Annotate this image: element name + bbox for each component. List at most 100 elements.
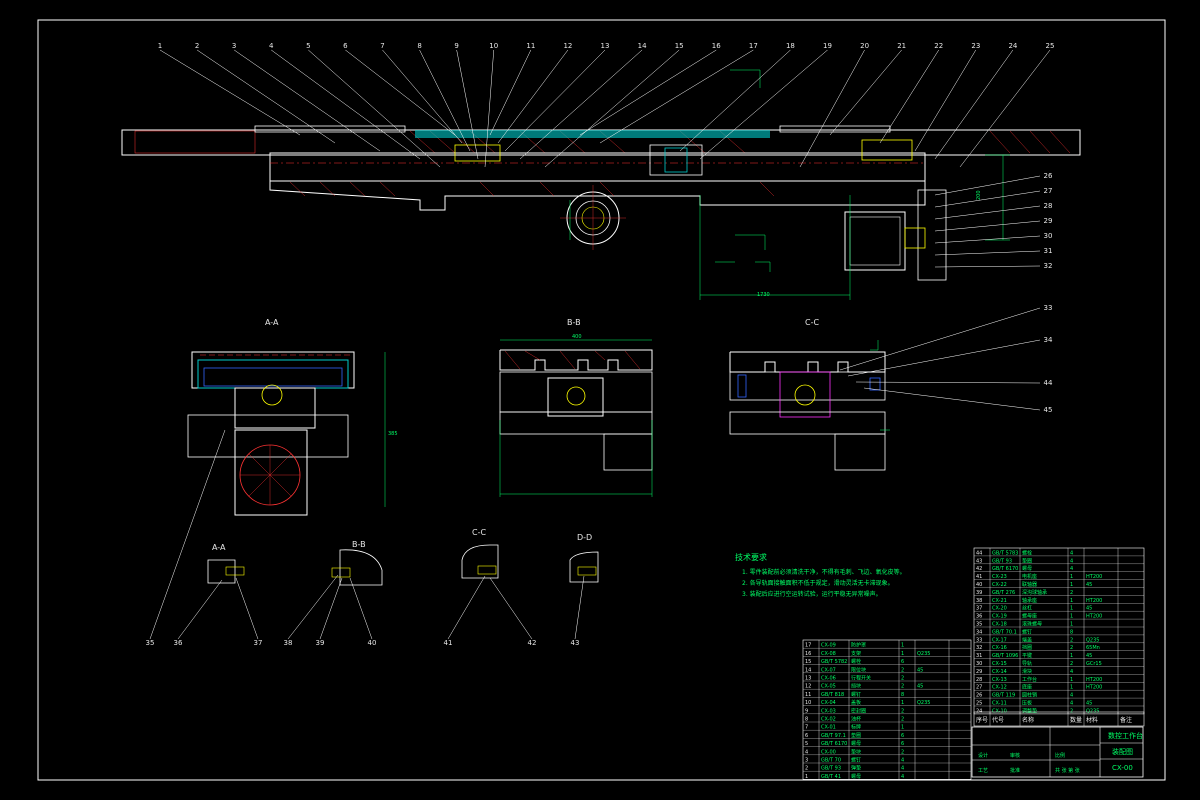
bom-cell: 13 [805,676,811,682]
bom-cell: 轴承座 [1022,597,1037,604]
balloon-26: 26 [1044,172,1053,180]
bom-cell: 10 [805,700,811,706]
bom-cell: CX-02 [821,717,836,723]
bom-cell: 挡圈 [1022,644,1032,651]
bom-cell: 28 [976,677,982,683]
bom-cell: 4 [1070,566,1073,572]
bom-cell: 42 [976,566,982,572]
bom-cell: CX-08 [821,651,836,657]
bom-cell: 11 [805,692,811,698]
bom-cell: 端盖 [1022,636,1032,643]
bom-cell: Q235 [917,651,930,657]
bom-cell: 2 [1070,661,1073,667]
bom-cell: 41 [976,574,982,580]
balloon-31: 31 [1044,247,1053,255]
bom-cell: 17 [805,643,811,649]
balloon-40: 40 [368,639,377,647]
bom-cell: 45 [1086,606,1092,612]
bom-cell: 1 [1070,582,1073,588]
bom-cell: 垫圈 [851,732,861,739]
bom-cell: GB/T 818 [821,692,844,698]
section-cc-title: C-C [805,318,819,327]
balloon-3: 3 [232,42,236,50]
section-aa-title: A-A [265,318,279,327]
bom-cell: 8 [901,692,904,698]
bom-cell: 45 [917,667,923,673]
bom-cell: Q235 [1086,708,1099,714]
bom-cell: 3 [805,758,808,764]
bom-cell: 1 [1070,653,1073,659]
bom-cell: CX-13 [992,677,1007,683]
section-view-aa: A-A 385 [187,318,398,516]
bom-cell: 滚珠螺母 [1022,621,1042,628]
bom-cell: GCr15 [1086,661,1102,667]
bom-cell: 防护罩 [851,642,866,649]
bom-cell: 1 [1070,685,1073,691]
bom-cell: 螺钉 [1022,628,1032,635]
drawing-name: 数控工作台 [1108,731,1143,740]
bom-cell: GB/T 93 [992,558,1012,564]
bom-cell: 圆柱销 [1022,692,1037,699]
bom-cell: CX-11 [992,701,1007,707]
sheet-label: 共 张 第 张 [1055,767,1080,774]
bom-cell: GB/T 5782 [821,659,847,665]
bom-cell: 油杯 [851,716,861,723]
bom-cell: 2 [1070,708,1073,714]
detail-view-c: C-C [461,528,499,579]
detail-view-b: B-B [331,540,383,586]
bom-cell: 1 [1070,614,1073,620]
bom-cell: 33 [976,637,982,643]
bom-cell: 底座 [1022,684,1032,691]
bom-cell: 4 [805,749,808,755]
balloon-5: 5 [306,42,310,50]
drawing-sub: 装配图 [1112,747,1133,756]
bom-cell: 2 [1070,590,1073,596]
technical-requirements: 技术要求 1. 零件装配前必须清洗干净，不得有毛刺、飞边、氧化皮等。 2. 各导… [735,552,906,598]
bom-cell: 25 [976,701,982,707]
bom-cell: 14 [805,667,811,673]
dim-width: 1730 [757,292,770,298]
bom-cell: 1 [1070,606,1073,612]
bom-cell: CX-12 [992,685,1007,691]
bom-cell: CX-01 [821,725,836,731]
bom-cell: 螺钉 [851,757,861,764]
bom-cell: 15 [805,659,811,665]
bom-cell: 32 [976,645,982,651]
bom-cell: 螺母 [851,740,861,747]
balloon-35: 35 [146,639,155,647]
bom-cell: 1 [1070,622,1073,628]
tb-label-design: 设计 [978,752,988,759]
bom-cell: 4 [1070,669,1073,675]
bom-cell: GB/T 97.1 [821,733,846,739]
bom-cell: 8 [805,717,808,723]
balloon-44: 44 [1044,379,1053,387]
balloon-6: 6 [343,42,348,50]
bom-cell: CX-04 [821,700,836,706]
bom-cell: 2 [1070,637,1073,643]
balloon-20: 20 [860,42,869,50]
bom-cell: CX-15 [992,661,1007,667]
balloon-7: 7 [380,42,384,50]
bom-cell: HT200 [1086,574,1102,580]
bom-cell: 2 [901,708,904,714]
bom-cell: 压板 [1022,700,1032,707]
balloon-24: 24 [1008,42,1017,50]
bom-cell: 4 [1070,693,1073,699]
balloon-39: 39 [316,639,325,647]
bom-cell: 39 [976,590,982,596]
detail-c-title: C-C [472,528,486,537]
bom-cell: 标牌 [851,724,861,731]
balloon-27: 27 [1044,187,1053,195]
balloon-12: 12 [563,42,572,50]
bom-cell: 6 [901,659,904,665]
bom-cell: 工作台 [1022,676,1037,683]
bom-header-cell: 备注 [1120,716,1132,724]
bom-cell: GB/T 70.1 [992,629,1017,635]
bom-cell: CX-18 [992,622,1007,628]
balloon-36: 36 [174,639,183,647]
bom-cell: 1 [901,700,904,706]
balloon-22: 22 [934,42,943,50]
